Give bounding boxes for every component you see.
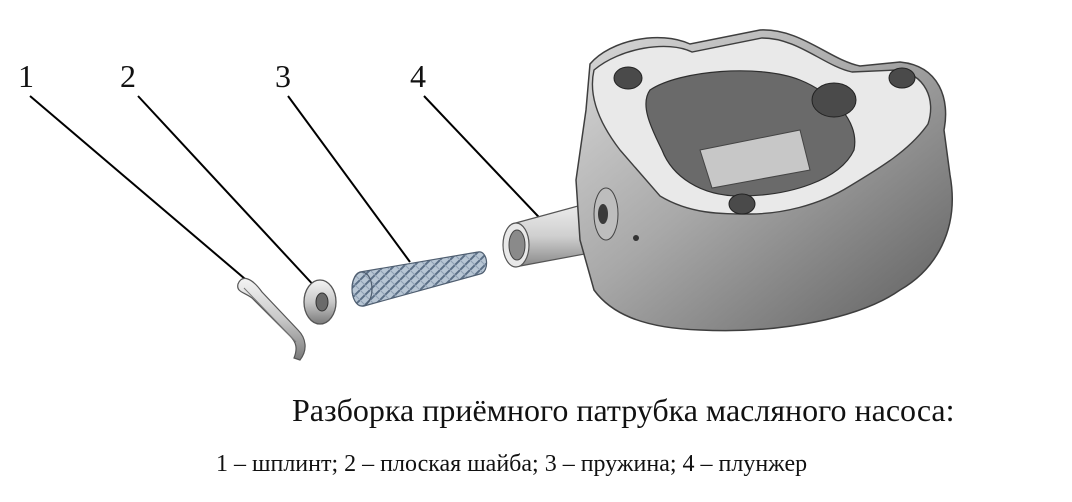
oil-pump-body — [575, 29, 953, 332]
leader-line-3 — [287, 95, 411, 263]
figure-caption-title: Разборка приёмного патрубка масляного на… — [292, 392, 955, 428]
exploded-view-drawing — [29, 29, 953, 361]
callout-number-3: 3 — [275, 58, 291, 94]
leader-line-4 — [423, 95, 554, 233]
leader-line-2 — [137, 95, 319, 291]
leader-line-1 — [29, 95, 259, 291]
spring-part — [351, 251, 488, 307]
callout-number-4: 4 — [410, 58, 426, 94]
figure-caption-legend: 1 – шплинт; 2 – плоская шайба; 3 – пружи… — [216, 451, 808, 477]
cotter-pin-part — [237, 277, 306, 361]
callout-number-1: 1 — [18, 58, 34, 94]
flat-washer-part — [303, 279, 337, 325]
callout-number-2: 2 — [120, 58, 136, 94]
exploded-parts-figure: 1 2 3 4 — [18, 29, 953, 361]
